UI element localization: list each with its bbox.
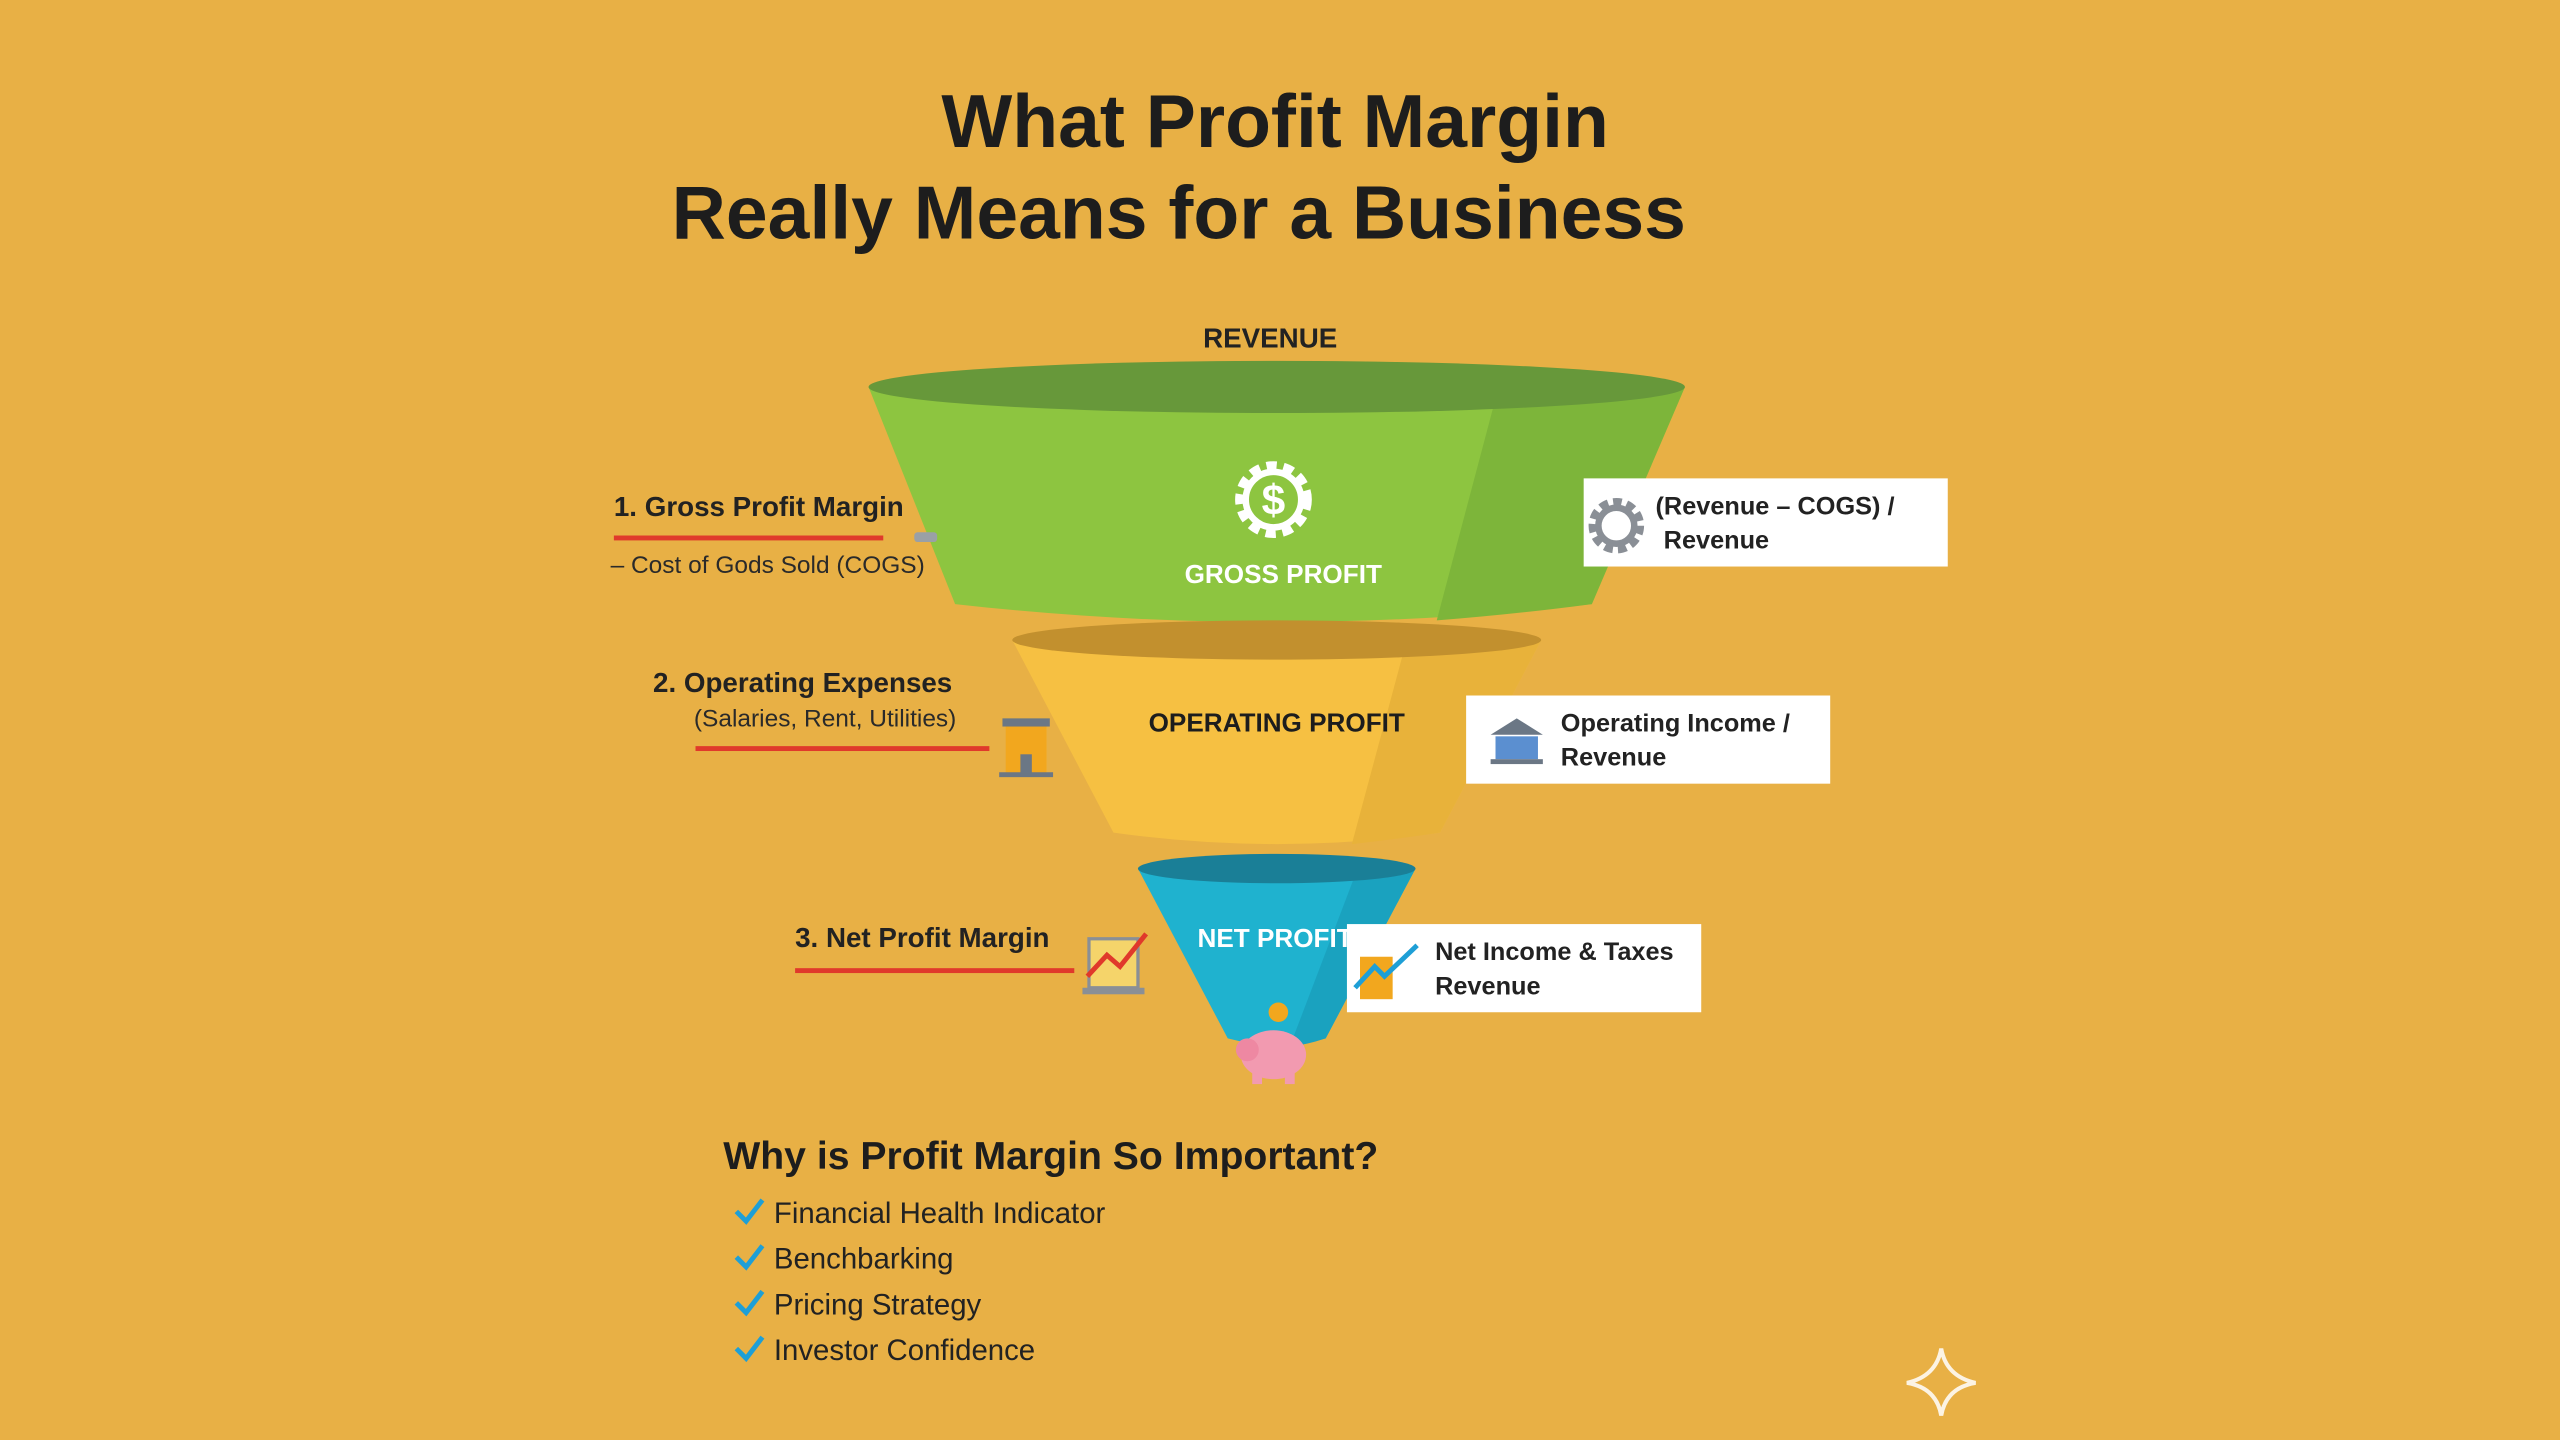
gear-icon [1588,497,1645,554]
label-subtitle: (Salaries, Rent, Utilities) [694,706,956,733]
dollar-gear-icon: $ [1235,461,1312,538]
check-icon [734,1198,765,1225]
wrench-icon [914,532,938,543]
list-item: Investor Confidence [734,1334,1035,1367]
formula-box-operating: Operating Income / Revenue [1466,695,1831,784]
list-item-text: Pricing Strategy [774,1288,982,1321]
importance-heading: Why is Profit Margin So Important? [723,1135,1378,1178]
list-item: Financial Health Indicator [734,1197,1106,1230]
list-item: Benchbarking [734,1243,954,1276]
check-icon [734,1289,765,1317]
operating-profit-label: OPERATING PROFIT [1149,707,1405,737]
formula-line-1: Operating Income / [1561,709,1790,737]
funnel-stage-operating-profit: OPERATING PROFIT [1012,620,1542,845]
formula-line-2: Revenue [1435,972,1540,1000]
gross-profit-label: GROSS PROFIT [1185,559,1382,589]
check-icon [734,1335,765,1363]
building-icon [999,718,1054,778]
sparkle-icon [1906,1348,1977,1416]
piggy-bank-icon [1235,1002,1307,1085]
formula-line-2: Revenue [1664,527,1769,555]
svg-text:$: $ [1262,476,1286,523]
revenue-label: REVENUE [1203,323,1337,354]
importance-list: Financial Health Indicator Benchbarking … [734,1197,1106,1367]
left-label-operating-expenses: 2. Operating Expenses (Salaries, Rent, U… [653,667,1054,778]
title-line-2: Really Means for a Business [672,170,1686,254]
label-title: 2. Operating Expenses [653,667,952,698]
underline [613,535,884,541]
list-item-text: Benchbarking [774,1243,954,1276]
trend-up-icon [1353,943,1419,1000]
title-line-1: What Profit Margin [941,79,1608,163]
list-item-text: Financial Health Indicator [774,1197,1106,1230]
label-title: 3. Net Profit Margin [795,922,1049,953]
formula-line-1: (Revenue – COGS) / [1656,492,1895,520]
left-label-gross-margin: 1. Gross Profit Margin – Cost of Gods So… [611,491,938,579]
label-title: 1. Gross Profit Margin [614,491,904,522]
formula-line-1: Net Income & Taxes [1435,938,1674,966]
funnel-stage-gross-profit: $ GROSS PROFIT [868,360,1685,623]
left-label-net-margin: 3. Net Profit Margin [795,922,1149,995]
list-item-text: Investor Confidence [774,1334,1035,1367]
formula-line-2: Revenue [1561,744,1666,772]
list-item: Pricing Strategy [734,1288,982,1321]
check-icon [734,1244,765,1271]
bank-icon [1490,718,1543,765]
formula-box-net: Net Income & Taxes Revenue [1346,924,1702,1013]
net-profit-label: NET PROFIT [1198,923,1353,953]
growth-chart-icon [1082,932,1149,995]
underline [795,968,1075,974]
label-subtitle: – Cost of Gods Sold (COGS) [611,552,925,579]
formula-box-gross: (Revenue – COGS) / Revenue [1583,478,1948,567]
underline [695,746,990,752]
